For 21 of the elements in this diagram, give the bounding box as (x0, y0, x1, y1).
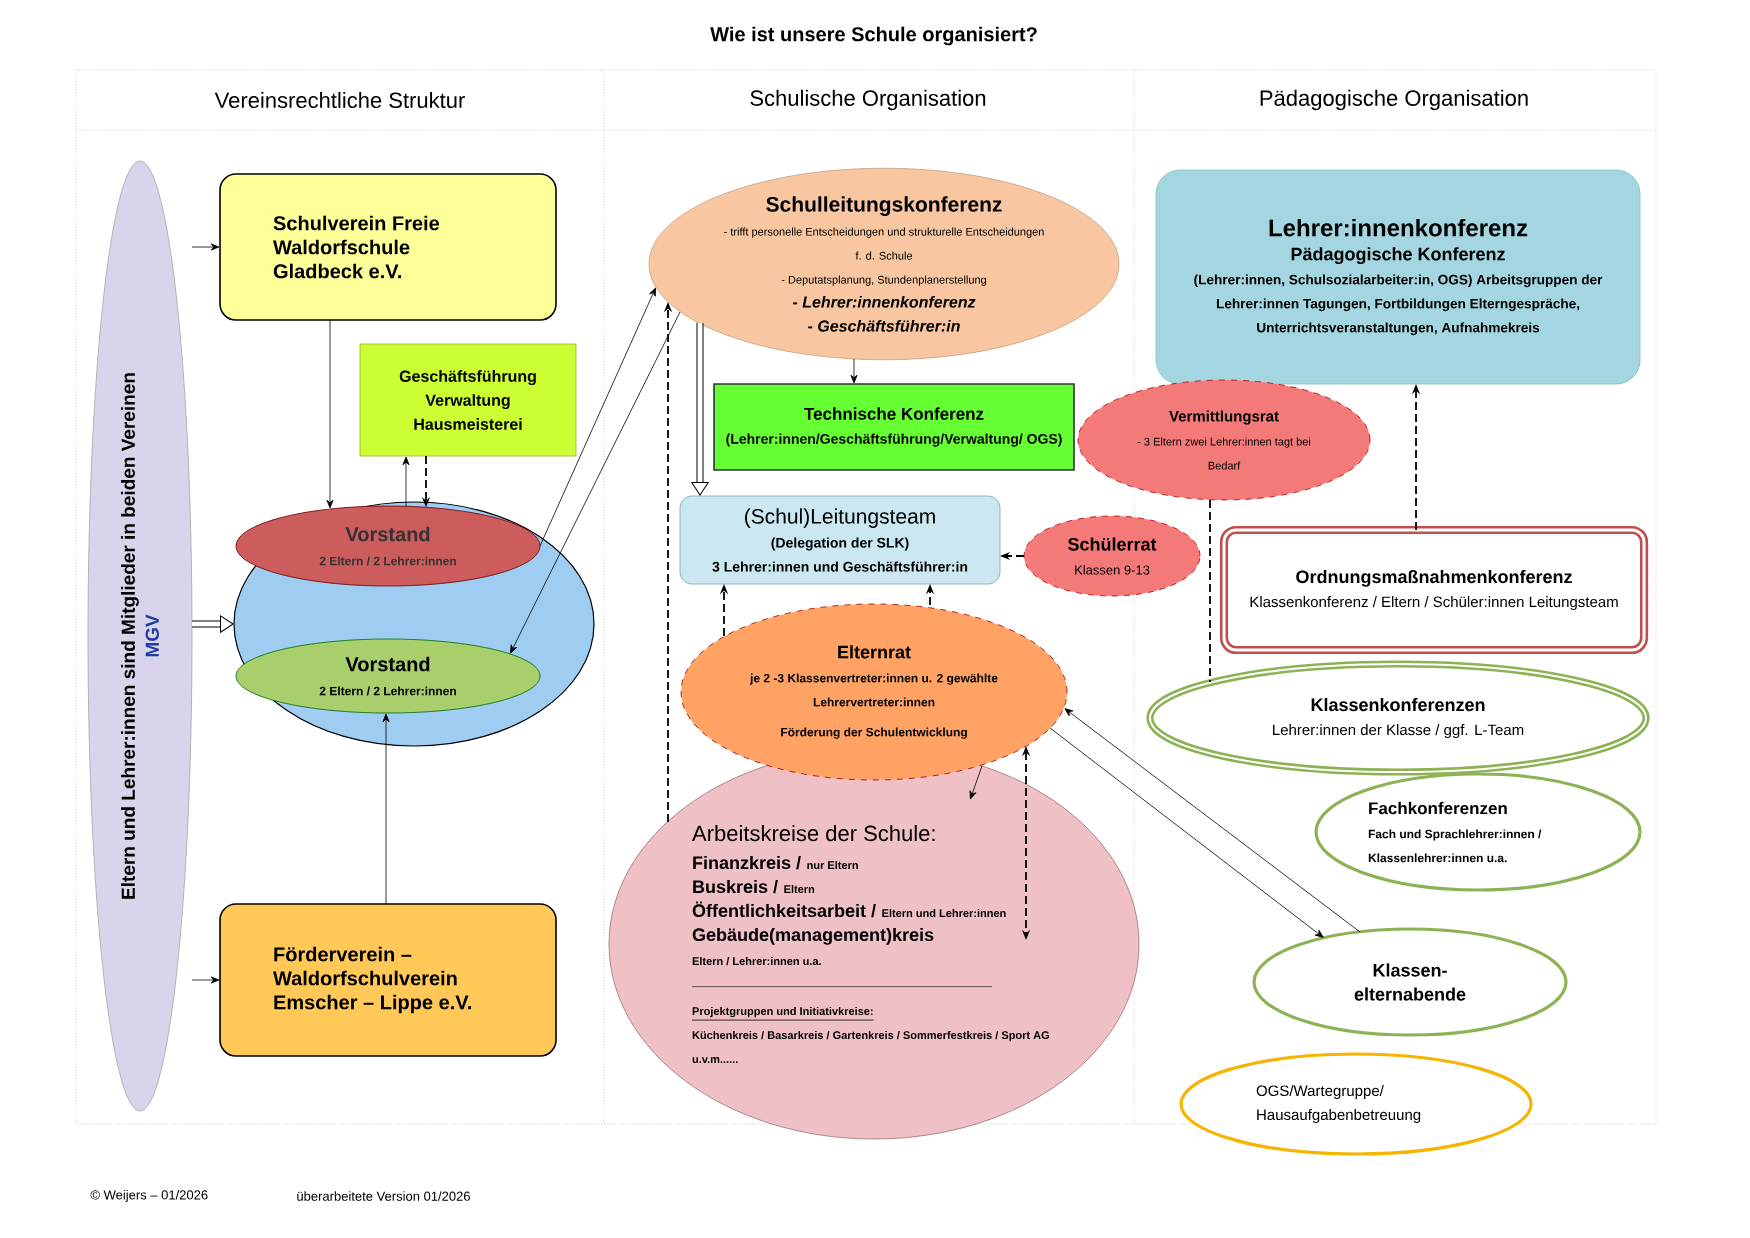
arrow (1049, 727, 1324, 938)
arrow (191, 243, 220, 251)
arrow (326, 319, 334, 509)
club-box: Schulverein Freie Waldorfschule Gladbeck e.V. (219, 173, 557, 321)
column-heading: Schulische Organisation (750, 89, 986, 111)
column-heading: Vereinsrechtliche Struktur (214, 91, 465, 109)
arrow (969, 765, 983, 800)
arrow (191, 976, 220, 984)
arrow (402, 456, 410, 507)
arrow (510, 311, 681, 654)
arrow (1064, 708, 1361, 933)
hollow-arrow (691, 323, 709, 496)
arrow (539, 287, 656, 547)
hollow-arrow (192, 615, 234, 633)
title: Wie ist unsere Schule organisiert? (710, 26, 1037, 46)
office-box: Geschäftsführung Verwaltung Hausmeisterei (359, 343, 577, 457)
arrow (850, 358, 858, 384)
connector-line (1209, 499, 1211, 683)
arrow (382, 713, 390, 905)
column-heading: Pädagogische Organisation (1260, 89, 1528, 111)
club-box: Förderverein – Waldorfschulverein Emscher – Lippe e.V. (219, 903, 557, 1057)
